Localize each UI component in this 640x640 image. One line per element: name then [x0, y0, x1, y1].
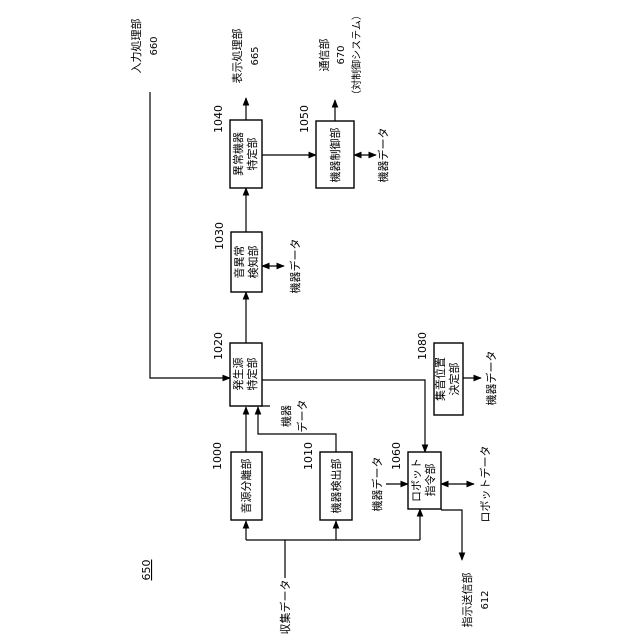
robot-data-label: ロボットデータ [478, 446, 492, 523]
block-1080: 集音位置 決定部 1080 [416, 332, 463, 415]
block-1030-label-line1: 音異常 [232, 246, 246, 279]
block-1040: 異常機器 特定部 1040 [212, 105, 262, 188]
block-1040-label-line2: 特定部 [245, 138, 259, 171]
device-data-1080: 機器データ [484, 351, 498, 406]
block-1010: 機器検出部 1010 [302, 442, 352, 520]
figure-number: 650 [140, 560, 153, 581]
communication-sub: （対制御システム） [350, 10, 363, 100]
block-1060-ref: 1060 [390, 442, 403, 470]
block-1050: 機器制御部 1050 [298, 105, 354, 188]
block-1030-label-line2: 検知部 [246, 246, 260, 279]
input-data-label: 収集データ [278, 580, 292, 635]
block-1080-label-line2: 決定部 [447, 363, 461, 396]
block-1000: 音源分離部 1000 [211, 442, 262, 520]
block-1080-ref: 1080 [416, 332, 429, 360]
block-1050-ref: 1050 [298, 105, 311, 133]
block-1020-ref: 1020 [212, 332, 225, 360]
input-processing-label: 入力処理部 [129, 19, 143, 74]
block-1030-ref: 1030 [213, 222, 226, 250]
block-1020-label-line1: 発生源 [231, 358, 245, 391]
block-1040-ref: 1040 [212, 105, 225, 133]
block-1060-label-line2: 指令部 [423, 464, 437, 497]
device-data-1030: 機器データ [288, 239, 302, 294]
instruction-transmit-label: 指示送信部 [460, 573, 474, 628]
block-1040-label-line1: 異常機器 [231, 132, 245, 176]
block-1000-label: 音源分離部 [239, 459, 253, 514]
block-1020-label-line2: 特定部 [245, 358, 259, 391]
free-labels: 650 収集データ 入力処理部 660 表示処理部 665 通信部 670 （対… [129, 10, 498, 634]
arrow-1060-to-612 [441, 510, 462, 560]
block-1010-label: 機器検出部 [329, 459, 343, 514]
block-1050-label: 機器制御部 [328, 128, 342, 183]
block-1010-ref: 1010 [302, 442, 315, 470]
block-1060-label-line1: ロボット [410, 458, 423, 502]
block-1080-label-line1: 集音位置 [433, 357, 447, 401]
input-processing-ref: 660 [149, 36, 160, 55]
device-data-1060: 機器データ [370, 457, 384, 512]
block-1000-ref: 1000 [211, 442, 224, 470]
block-1020: 発生源 特定部 1020 [212, 332, 262, 406]
device-data-1050: 機器データ [376, 128, 390, 183]
display-processing-ref: 665 [250, 46, 261, 65]
communication-label: 通信部 [317, 39, 331, 72]
block-1030: 音異常 検知部 1030 [213, 222, 262, 292]
device-data-1020-line1: 機器 [279, 405, 293, 427]
block-1060: ロボット 指令部 1060 [390, 442, 441, 509]
display-processing-label: 表示処理部 [230, 29, 244, 84]
communication-ref: 670 [336, 45, 347, 64]
device-data-1020-line2: データ [295, 400, 309, 433]
instruction-transmit-ref: 612 [480, 590, 491, 609]
